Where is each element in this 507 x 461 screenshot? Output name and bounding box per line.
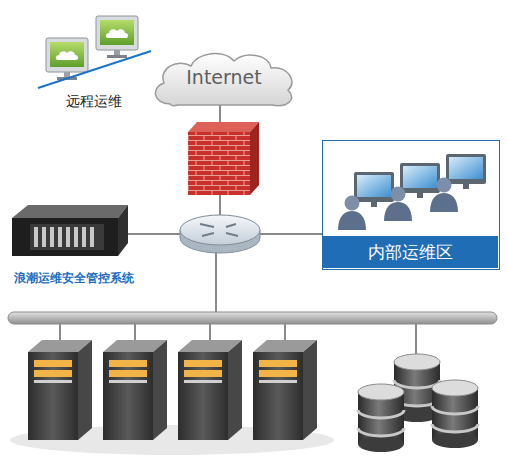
rack-panel — [30, 224, 104, 250]
wire — [219, 194, 221, 216]
server — [178, 340, 242, 440]
ops-workstation — [384, 163, 440, 221]
remote-monitor — [96, 16, 138, 58]
router-arrows — [200, 224, 238, 236]
node-label: 内部运维区 — [323, 236, 498, 268]
firewall — [188, 122, 259, 195]
remote-ops-group: 远程运维 — [38, 12, 150, 112]
wire — [126, 233, 182, 235]
firewall-side — [250, 122, 259, 195]
server — [253, 340, 317, 440]
node-label: 浪潮运维安全管控系统 — [2, 270, 146, 286]
rack-slots — [36, 227, 92, 247]
node-label: 远程运维 — [38, 92, 150, 110]
internet-cloud: Internet — [148, 48, 300, 108]
rack-side — [118, 205, 128, 256]
internal-ops-zone: 内部运维区 — [322, 140, 500, 270]
network-bus — [8, 312, 497, 324]
rack-front — [12, 218, 118, 256]
wire — [258, 233, 322, 235]
wire — [219, 104, 221, 124]
firewall-top — [188, 122, 259, 132]
server — [103, 340, 167, 440]
router — [180, 215, 260, 253]
node-label: Internet — [148, 66, 300, 88]
database — [358, 384, 404, 452]
rack-device — [12, 205, 128, 256]
router-top — [180, 215, 260, 245]
firewall-front — [188, 132, 250, 195]
ops-workstation — [338, 172, 394, 230]
ops-workstation — [430, 154, 486, 212]
remote-monitor — [46, 38, 88, 80]
rack-top — [12, 205, 128, 218]
link-line — [38, 51, 151, 88]
bastion-host: 浪潮运维安全管控系统 — [2, 200, 146, 290]
database — [432, 380, 478, 448]
server — [28, 340, 92, 440]
wire — [415, 323, 417, 354]
wire — [215, 246, 217, 313]
